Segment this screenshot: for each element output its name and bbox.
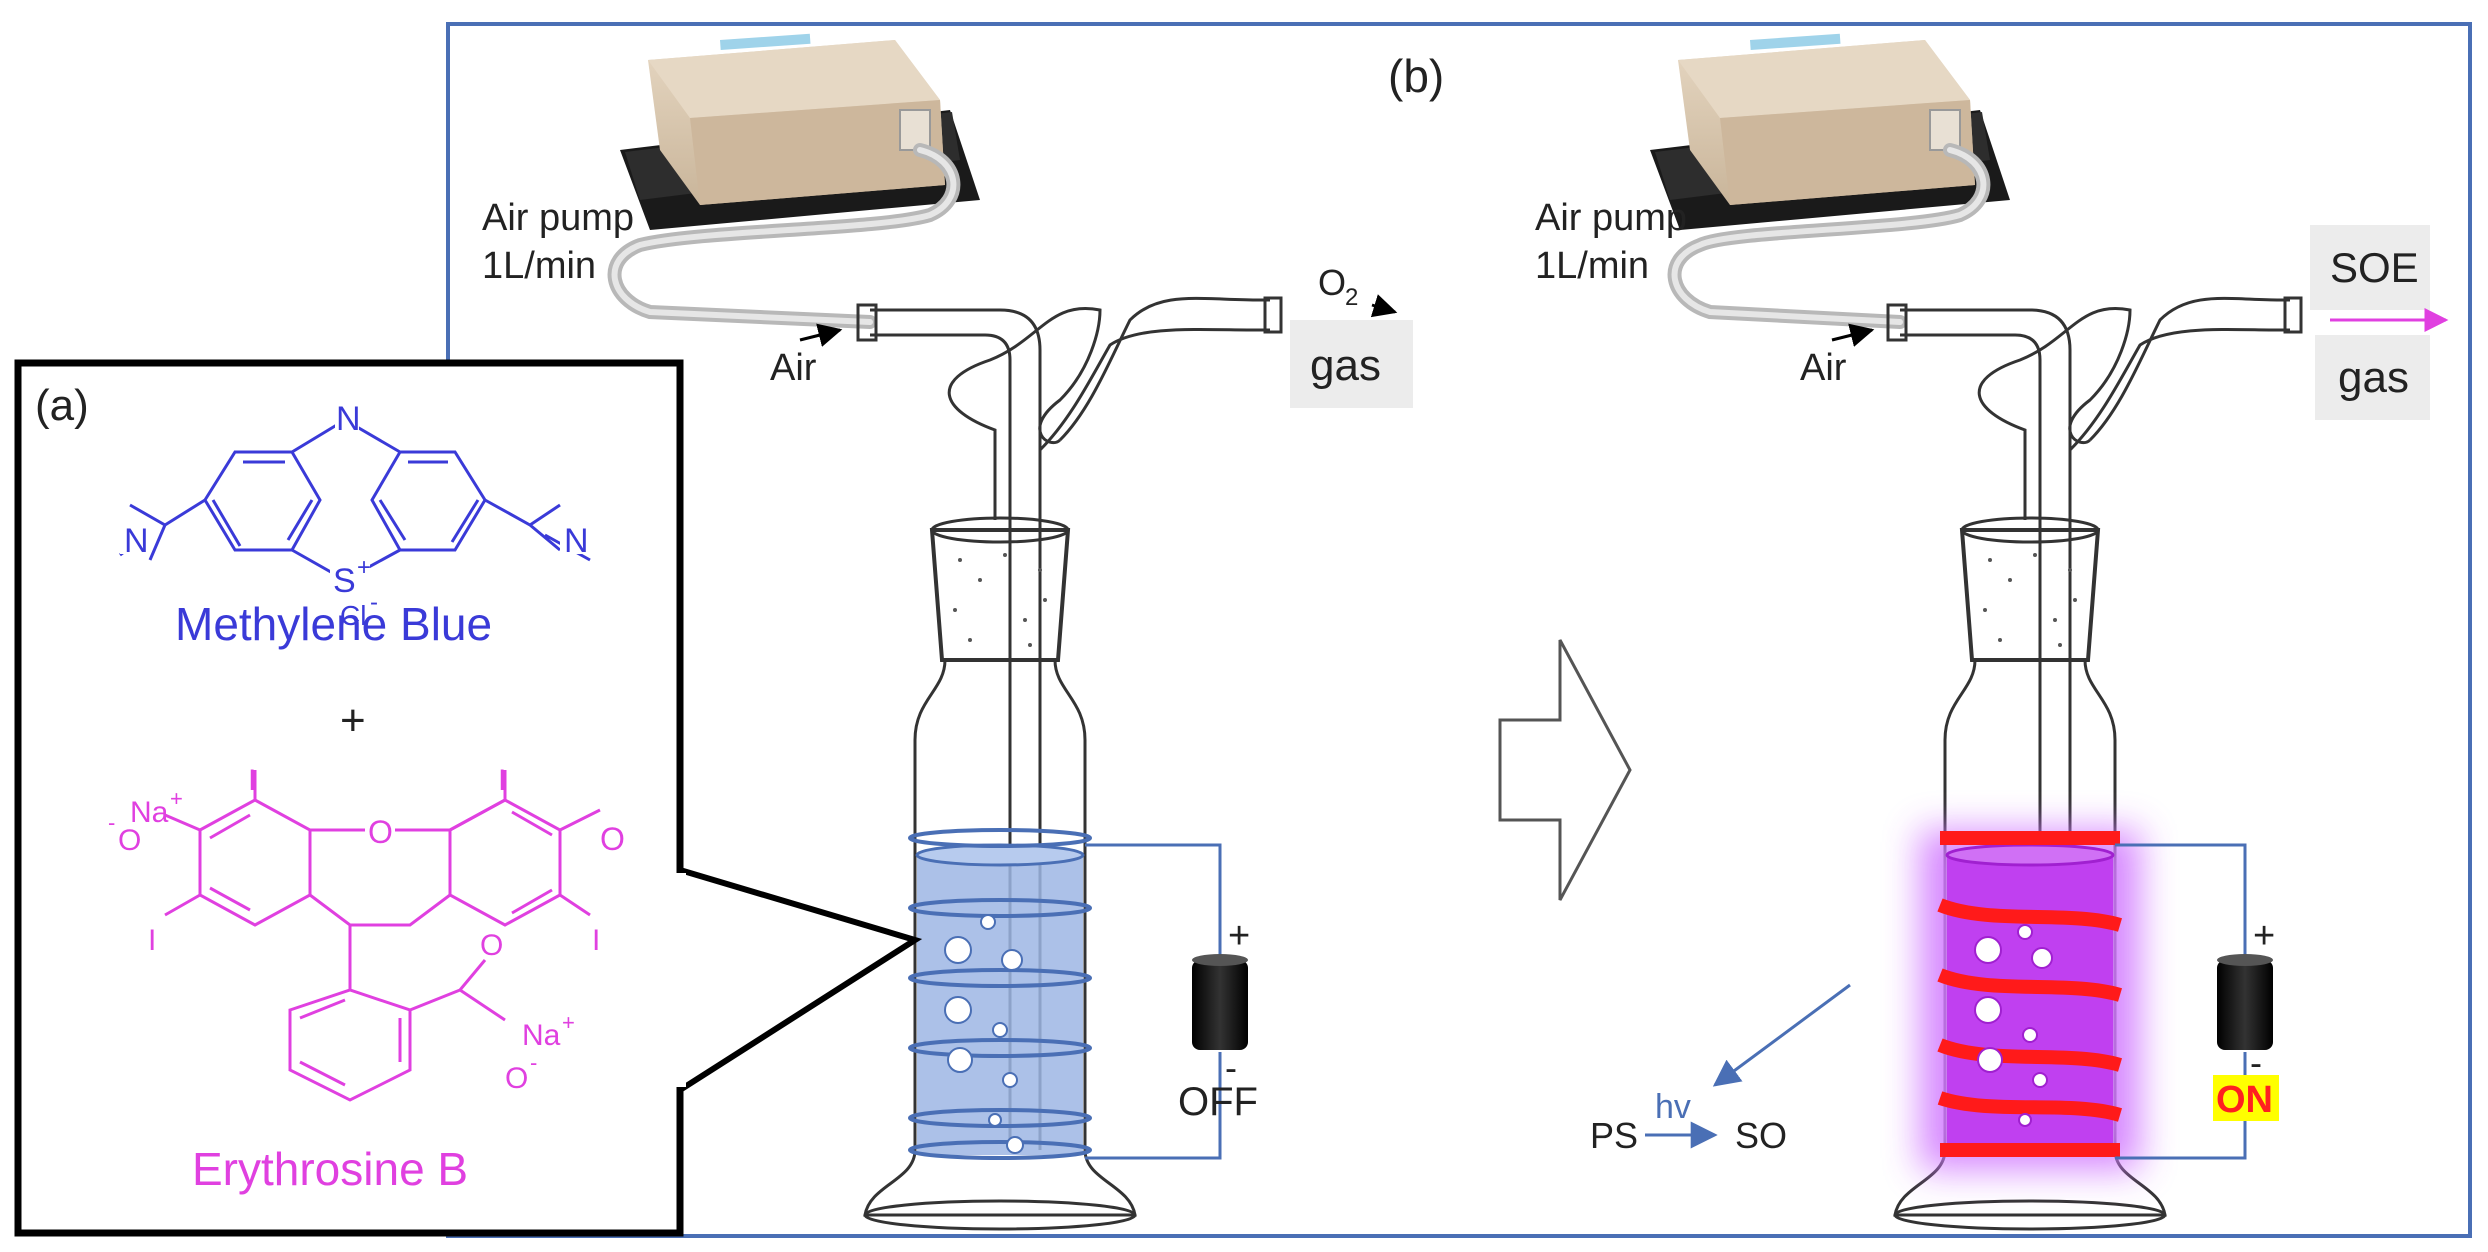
right-setup: Air pump 1L/min Air SOE gas [1535, 33, 2449, 1231]
svg-text:-: - [530, 1050, 537, 1075]
svg-text:+: + [562, 1010, 575, 1035]
plus-sign: + [340, 696, 366, 745]
erythrosine-name: Erythrosine B [192, 1143, 468, 1195]
heater-coil-right [1937, 831, 2123, 1157]
status-on: ON [2216, 1079, 2273, 1121]
battery-minus-left: - [1225, 1047, 1237, 1088]
svg-text:I: I [592, 924, 600, 957]
svg-text:-: - [370, 589, 378, 616]
svg-text:I: I [248, 764, 256, 797]
svg-text:O: O [118, 824, 141, 857]
svg-text:+: + [170, 786, 183, 811]
panel-a-label: (a) [35, 381, 89, 430]
air-pump-rate: 1L/min [482, 245, 596, 287]
air-pump-left [620, 33, 980, 230]
gas-label-right: gas [2338, 353, 2409, 402]
soe-label: SOE [2330, 244, 2419, 291]
bubbles-left [944, 914, 1024, 1154]
svg-text:O: O [480, 929, 503, 962]
bubbles-right [1974, 924, 2053, 1127]
stopper-texture-right [1983, 553, 2077, 647]
svg-text:Cl: Cl [340, 600, 366, 631]
erythrosine-structure [164, 770, 601, 1102]
air-arrow-right [1831, 323, 1875, 347]
svg-text:Na: Na [522, 1019, 561, 1052]
svg-text:O: O [368, 814, 393, 850]
circuit-wire-left [1085, 843, 1222, 1160]
product-so: SO [1735, 1115, 1787, 1156]
panel-a-callout-pointer [678, 867, 923, 1093]
air-label-right: Air [1800, 347, 1847, 389]
methylene-blue-solution [917, 855, 1083, 1155]
methylene-blue-name: Methylene Blue [175, 598, 492, 650]
coil-left [908, 828, 1092, 1160]
svg-text:Na: Na [130, 796, 169, 829]
gas-label: gas [1310, 341, 1381, 390]
svg-text:O: O [600, 821, 625, 857]
battery-right [2217, 954, 2273, 1050]
reactant-ps: PS [1590, 1115, 1638, 1156]
panel-b-label: (b) [1388, 50, 1444, 102]
svg-text:N: N [336, 400, 361, 438]
svg-text:2: 2 [1345, 284, 1358, 311]
svg-text:O: O [1318, 262, 1346, 303]
gas-label-box-right [2315, 335, 2430, 420]
air-pump-label: Air pump [482, 197, 634, 239]
gas-label-box [1290, 320, 1413, 408]
panel-a-frame [14, 359, 684, 1237]
battery-left [1192, 954, 1248, 1050]
status-on-highlight [2213, 1075, 2279, 1121]
gas-washing-bottle-right [1886, 296, 2303, 1231]
air-arrow [799, 323, 843, 347]
energy-hv: hv [1655, 1088, 1691, 1126]
status-off: OFF [1178, 1080, 1258, 1124]
svg-text:+: + [357, 554, 371, 581]
svg-text:N: N [564, 522, 589, 560]
soe-label-box [2310, 225, 2430, 310]
svg-text:-: - [108, 810, 115, 835]
svg-text:N: N [124, 522, 149, 560]
air-pump-label-right: Air pump [1535, 197, 1687, 239]
o2-output-label: O 2 [1318, 262, 1398, 318]
gas-washing-bottle-left [856, 296, 1283, 1231]
callout-arrow [1712, 983, 1851, 1087]
battery-plus-right: + [2253, 915, 2275, 957]
air-pump-rate-right: 1L/min [1535, 245, 1649, 287]
stopper-texture-left [953, 553, 1047, 647]
svg-text:S: S [333, 562, 356, 600]
methylene-blue-atoms: N S + Cl - N N [120, 400, 590, 631]
battery-minus-right: - [2250, 1042, 2262, 1083]
svg-text:I: I [498, 764, 506, 797]
air-pump-right [1650, 33, 2010, 230]
transition-arrow [1498, 639, 1632, 901]
svg-text:O: O [505, 1062, 528, 1095]
erythrosine-atoms: Na + O - I O I O I I O Na + O - [108, 764, 625, 1095]
battery-plus-left: + [1228, 915, 1250, 957]
air-label: Air [770, 347, 817, 389]
photosensitization-reaction: PS hv SO [1590, 1088, 1787, 1156]
svg-text:I: I [148, 924, 156, 957]
left-setup: Air pump 1L/min Air O 2 gas [482, 33, 1413, 1231]
